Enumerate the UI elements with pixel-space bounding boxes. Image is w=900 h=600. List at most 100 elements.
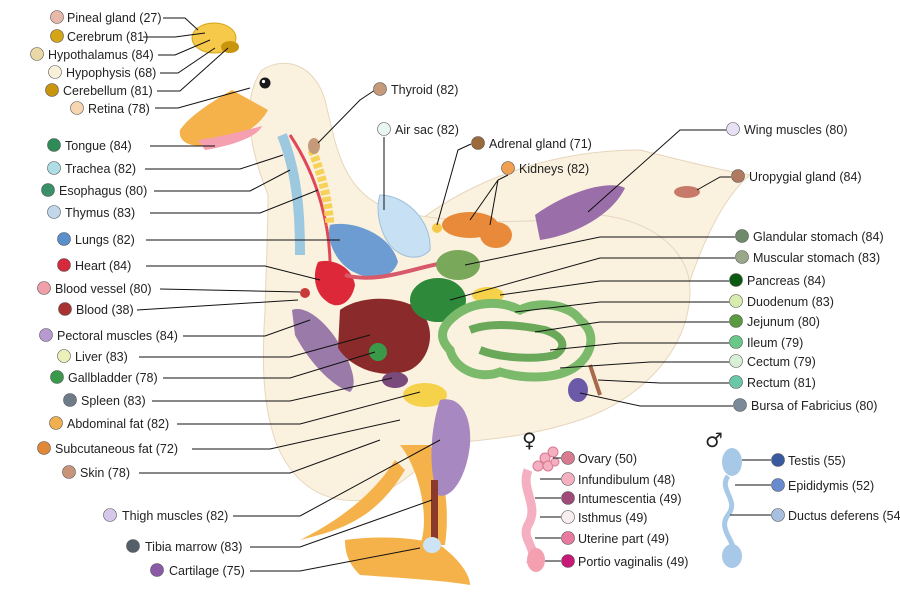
pectoral-muscles-label: Pectoral muscles (84) (57, 329, 178, 343)
cerebellum-color-dot (45, 83, 59, 97)
pineal-gland-leader-line (163, 17, 199, 31)
tongue-label: Tongue (84) (65, 139, 132, 153)
air-sac-shape (377, 194, 431, 258)
retina-label: Retina (78) (88, 102, 150, 116)
thigh-muscles-color-dot (103, 508, 117, 522)
ileum-label: Ileum (79) (747, 336, 803, 350)
bursa-shape (568, 378, 588, 402)
ovary-cluster (532, 446, 560, 472)
gallbladder-color-dot (50, 370, 64, 384)
glandular-stomach-leader-line (464, 236, 735, 266)
goose-eye (259, 77, 271, 89)
cectum-leader-line (559, 361, 729, 369)
heart-color-dot (57, 258, 71, 272)
wing-muscles-label: Wing muscles (80) (744, 123, 848, 137)
ileum-leader-line (549, 342, 729, 351)
esophagus-label: Esophagus (80) (59, 184, 147, 198)
duodenum-color-dot (729, 294, 743, 308)
jejunum-color-dot (729, 314, 743, 328)
heart-leader-line (146, 265, 321, 281)
thyroid-label: Thyroid (82) (391, 83, 458, 97)
cerebellum-leader-line (157, 47, 229, 92)
hypophysis-color-dot (48, 65, 62, 79)
jejunum-label: Jejunum (80) (747, 315, 820, 329)
cerebrum-label: Cerebrum (81) (67, 30, 148, 44)
adrenal-gland-shape (432, 223, 442, 233)
spleen-leader-line (152, 377, 393, 402)
liver-shape (338, 298, 431, 374)
pancreas-shape (472, 287, 504, 303)
muscular-stomach-color-dot (735, 250, 749, 264)
hypophysis-label: Hypophysis (68) (66, 66, 156, 80)
intumescentia-label: Intumescentia (49) (578, 492, 682, 506)
liver-label: Liver (83) (75, 350, 128, 364)
uterine-part-color-dot (561, 531, 575, 545)
adrenal-gland-leader-line (436, 143, 472, 226)
liver-color-dot (57, 349, 71, 363)
abdominal-fat-shape (403, 383, 447, 407)
blood-vessel-leader-line (159, 288, 301, 293)
blood-vessel-shape (300, 288, 310, 298)
cerebrum-leader-line (143, 32, 206, 38)
ductus-deferens-color-dot (771, 508, 785, 522)
isthmus-label: Isthmus (49) (578, 511, 647, 525)
ovary-color-dot (561, 451, 575, 465)
cartilage-label: Cartilage (75) (169, 564, 245, 578)
heart-shape (314, 260, 355, 306)
bursa-of-fabricius-leader-line (579, 392, 733, 407)
muscular-stomach-label: Muscular stomach (83) (753, 251, 880, 265)
pectoral-muscles-color-dot (39, 328, 53, 342)
lungs-shape (329, 223, 398, 278)
trachea-shape (277, 133, 305, 256)
bursa-of-fabricius-label: Bursa of Fabricius (80) (751, 399, 877, 413)
muscular-stomach-leader-line (449, 257, 735, 301)
rectum-shape (588, 364, 602, 396)
blood-vessel-label: Blood vessel (80) (55, 282, 152, 296)
tibia-marrow-label: Tibia marrow (83) (145, 540, 242, 554)
abdominal-fat-color-dot (49, 416, 63, 430)
thymus-shape (307, 148, 335, 226)
male-symbol: ♂ (705, 428, 723, 452)
thigh-muscles-label: Thigh muscles (82) (122, 509, 228, 523)
blood-leader-line (136, 299, 299, 311)
ductus-deferens-label: Ductus deferens (54) (788, 509, 900, 523)
female-reproductive-illustration (521, 446, 560, 572)
spleen-shape (382, 372, 408, 388)
thigh-muscles-leader-line (233, 439, 441, 517)
blood-vessel-color-dot (37, 281, 51, 295)
testis-color-dot (771, 453, 785, 467)
bursa-of-fabricius-color-dot (733, 398, 747, 412)
pancreas-color-dot (729, 273, 743, 287)
ovary-label: Ovary (50) (578, 452, 637, 466)
hypothalamus-leader-line (158, 39, 211, 56)
esophagus-leader-line (154, 169, 291, 192)
subcutaneous-fat-color-dot (37, 441, 51, 455)
uropygial-gland-color-dot (731, 169, 745, 183)
gallbladder-leader-line (163, 351, 376, 379)
cartilage-shape (423, 537, 441, 553)
testis-label: Testis (55) (788, 454, 846, 468)
blood-color-dot (58, 302, 72, 316)
skin-color-dot (62, 465, 76, 479)
female-symbol: ♀ (522, 428, 537, 452)
spleen-color-dot (63, 393, 77, 407)
cectum-label: Cectum (79) (747, 355, 816, 369)
duodenum-leader-line (514, 301, 729, 313)
rectum-leader-line (597, 379, 729, 384)
glandular-stomach-label: Glandular stomach (84) (753, 230, 884, 244)
lungs-color-dot (57, 232, 71, 246)
goose-tongue (198, 126, 262, 150)
wing-muscles-color-dot (726, 122, 740, 136)
retina-leader-line (155, 87, 251, 109)
abdominal-fat-leader-line (177, 391, 421, 425)
adrenal-gland-label: Adrenal gland (71) (489, 137, 592, 151)
thymus-color-dot (47, 205, 61, 219)
goose-foot (345, 537, 470, 585)
uropygial-gland-label: Uropygial gland (84) (749, 170, 862, 184)
uropygial-gland-leader-line (696, 176, 731, 191)
thymus-label: Thymus (83) (65, 206, 135, 220)
portio-vaginalis-label: Portio vaginalis (49) (578, 555, 688, 569)
tibia-marrow-leader-line (250, 499, 433, 548)
ileum-color-dot (729, 335, 743, 349)
